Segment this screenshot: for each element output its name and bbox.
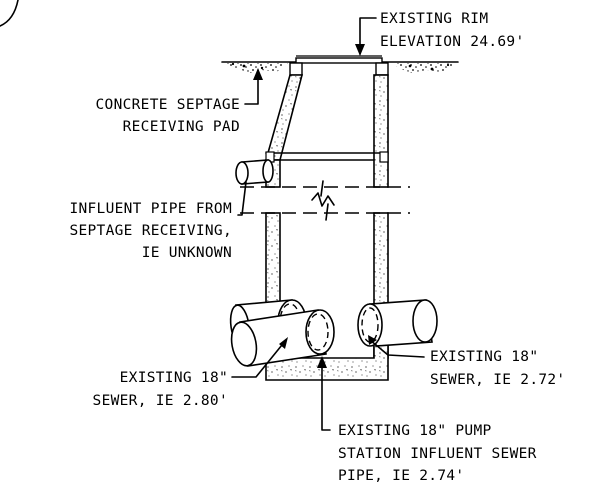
rim-label-line1: EXISTING RIM	[380, 11, 488, 27]
leader-rim	[355, 17, 377, 56]
leader-sewer-left	[231, 337, 288, 378]
leader-influent	[237, 181, 247, 216]
influent-pipe	[235, 159, 274, 185]
sewer-right-label-line1: EXISTING 18"	[430, 349, 538, 365]
manhole-right-wall-upper	[373, 74, 389, 188]
leader-sewer-right	[368, 335, 425, 358]
pump-label-line2: STATION INFLUENT SEWER	[338, 446, 537, 462]
transition-ring	[265, 151, 389, 163]
sewer-right-label-line2: SEWER, IE 2.72'	[430, 372, 565, 388]
sewer-left-label-line2: SEWER, IE 2.80'	[93, 393, 228, 409]
pump-station-pipe	[230, 309, 335, 367]
manhole-cone-wall	[264, 74, 304, 161]
rim-label-line2: ELEVATION 24.69'	[380, 34, 524, 50]
pad-label-line2: RECEIVING PAD	[123, 119, 240, 135]
pump-label-line3: PIPE, IE 2.74'	[338, 468, 464, 484]
ground-hatch	[225, 62, 455, 73]
leader-pad	[244, 68, 263, 105]
pump-label-line1: EXISTING 18" PUMP	[338, 423, 492, 439]
sewer-pipe-right	[357, 299, 438, 347]
manhole-cover	[289, 55, 389, 76]
detail-bubble-arc	[0, 0, 19, 27]
pad-label-line1: CONCRETE SEPTAGE	[96, 97, 240, 113]
break-lines	[240, 180, 410, 221]
influent-label-line1: INFLUENT PIPE FROM	[69, 201, 232, 217]
influent-label-line3: IE UNKNOWN	[142, 245, 232, 261]
sewer-left-label-line1: EXISTING 18"	[120, 370, 228, 386]
leader-pump	[317, 356, 331, 431]
influent-label-line2: SEPTAGE RECEIVING,	[69, 223, 232, 239]
